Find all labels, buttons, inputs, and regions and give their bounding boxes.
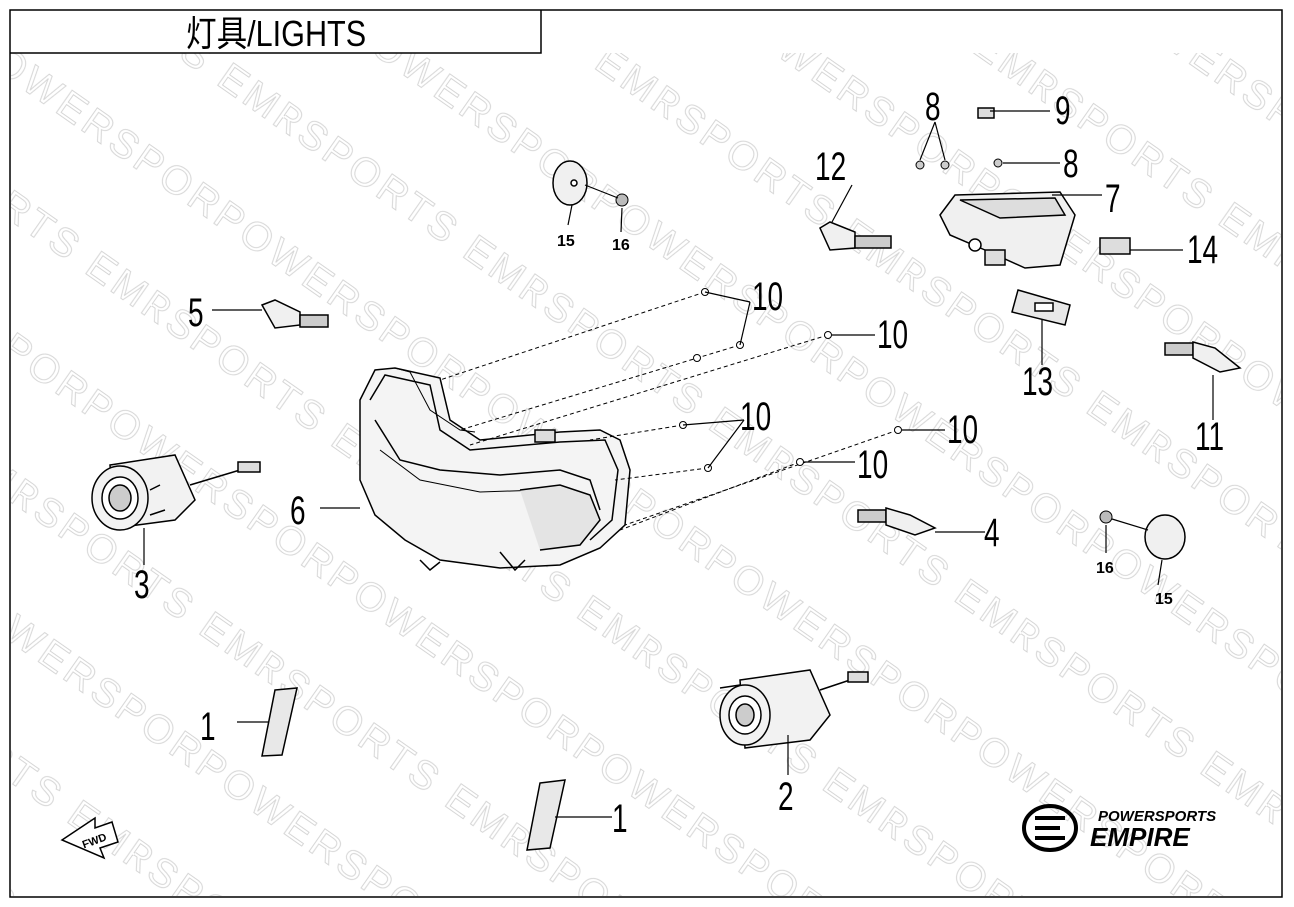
callout-1: 1 bbox=[612, 797, 628, 841]
license-lamp-13 bbox=[1011, 289, 1071, 326]
callout-10: 10 bbox=[857, 443, 888, 487]
callout-10: 10 bbox=[947, 408, 978, 452]
reflector-bottom bbox=[526, 779, 566, 851]
callout-2: 2 bbox=[778, 775, 794, 819]
small-callout-labels: 15 15 16 16 bbox=[557, 233, 1173, 608]
callout-8: 8 bbox=[925, 85, 941, 129]
turn-signal-11 bbox=[1164, 341, 1242, 373]
turn-signal-5 bbox=[260, 299, 329, 329]
fog-lamp-right bbox=[719, 669, 869, 749]
callout-5: 5 bbox=[188, 291, 204, 335]
nut-16-right bbox=[1099, 510, 1113, 524]
reflector-left bbox=[261, 687, 298, 757]
callout-3: 3 bbox=[134, 563, 150, 607]
callout-labels: 1 1 2 3 4 5 6 7 8 8 9 10 10 10 10 10 11 … bbox=[134, 85, 1224, 841]
logo-mark-icon bbox=[1022, 804, 1078, 852]
callout-16: 16 bbox=[1096, 560, 1114, 577]
powersports-empire-logo: POWERSPORTS EMPIRE bbox=[1022, 804, 1216, 852]
logo-line-1: POWERSPORTS bbox=[1098, 808, 1216, 825]
callout-9: 9 bbox=[1055, 89, 1071, 133]
turn-signal-4 bbox=[857, 507, 937, 536]
callout-13: 13 bbox=[1022, 360, 1053, 404]
taillight-7 bbox=[939, 191, 1076, 269]
callout-10: 10 bbox=[877, 313, 908, 357]
callout-16: 16 bbox=[612, 237, 630, 254]
watermark bbox=[11, 53, 1281, 896]
logo-line-2: EMPIRE bbox=[1090, 822, 1190, 852]
nuts-8 bbox=[915, 158, 1003, 170]
callout-4: 4 bbox=[984, 511, 1000, 555]
connector-14 bbox=[1099, 237, 1131, 255]
clip-9 bbox=[977, 107, 995, 119]
callout-14: 14 bbox=[1187, 228, 1218, 272]
turn-signal-12 bbox=[819, 221, 892, 251]
page-title: 灯具/LIGHTS bbox=[186, 15, 366, 55]
fwd-arrow-icon: FWD bbox=[60, 816, 119, 860]
nut-16-top bbox=[615, 193, 629, 207]
callout-10: 10 bbox=[740, 395, 771, 439]
callout-6: 6 bbox=[290, 489, 306, 533]
callout-12: 12 bbox=[815, 145, 846, 189]
screw-leader-lines bbox=[439, 291, 899, 531]
cap-15-right bbox=[1144, 514, 1186, 560]
headlight-assembly bbox=[359, 367, 631, 572]
callout-8: 8 bbox=[1063, 142, 1079, 186]
callout-11: 11 bbox=[1195, 415, 1224, 459]
callout-15: 15 bbox=[1155, 591, 1173, 608]
title-box bbox=[10, 10, 542, 54]
callout-10: 10 bbox=[752, 275, 783, 319]
fog-lamp-left bbox=[91, 454, 261, 531]
callout-15: 15 bbox=[557, 233, 575, 250]
leader-lines bbox=[143, 110, 1214, 818]
cap-15-top bbox=[552, 160, 588, 206]
callout-7: 7 bbox=[1105, 177, 1121, 221]
callout-1: 1 bbox=[200, 705, 216, 749]
